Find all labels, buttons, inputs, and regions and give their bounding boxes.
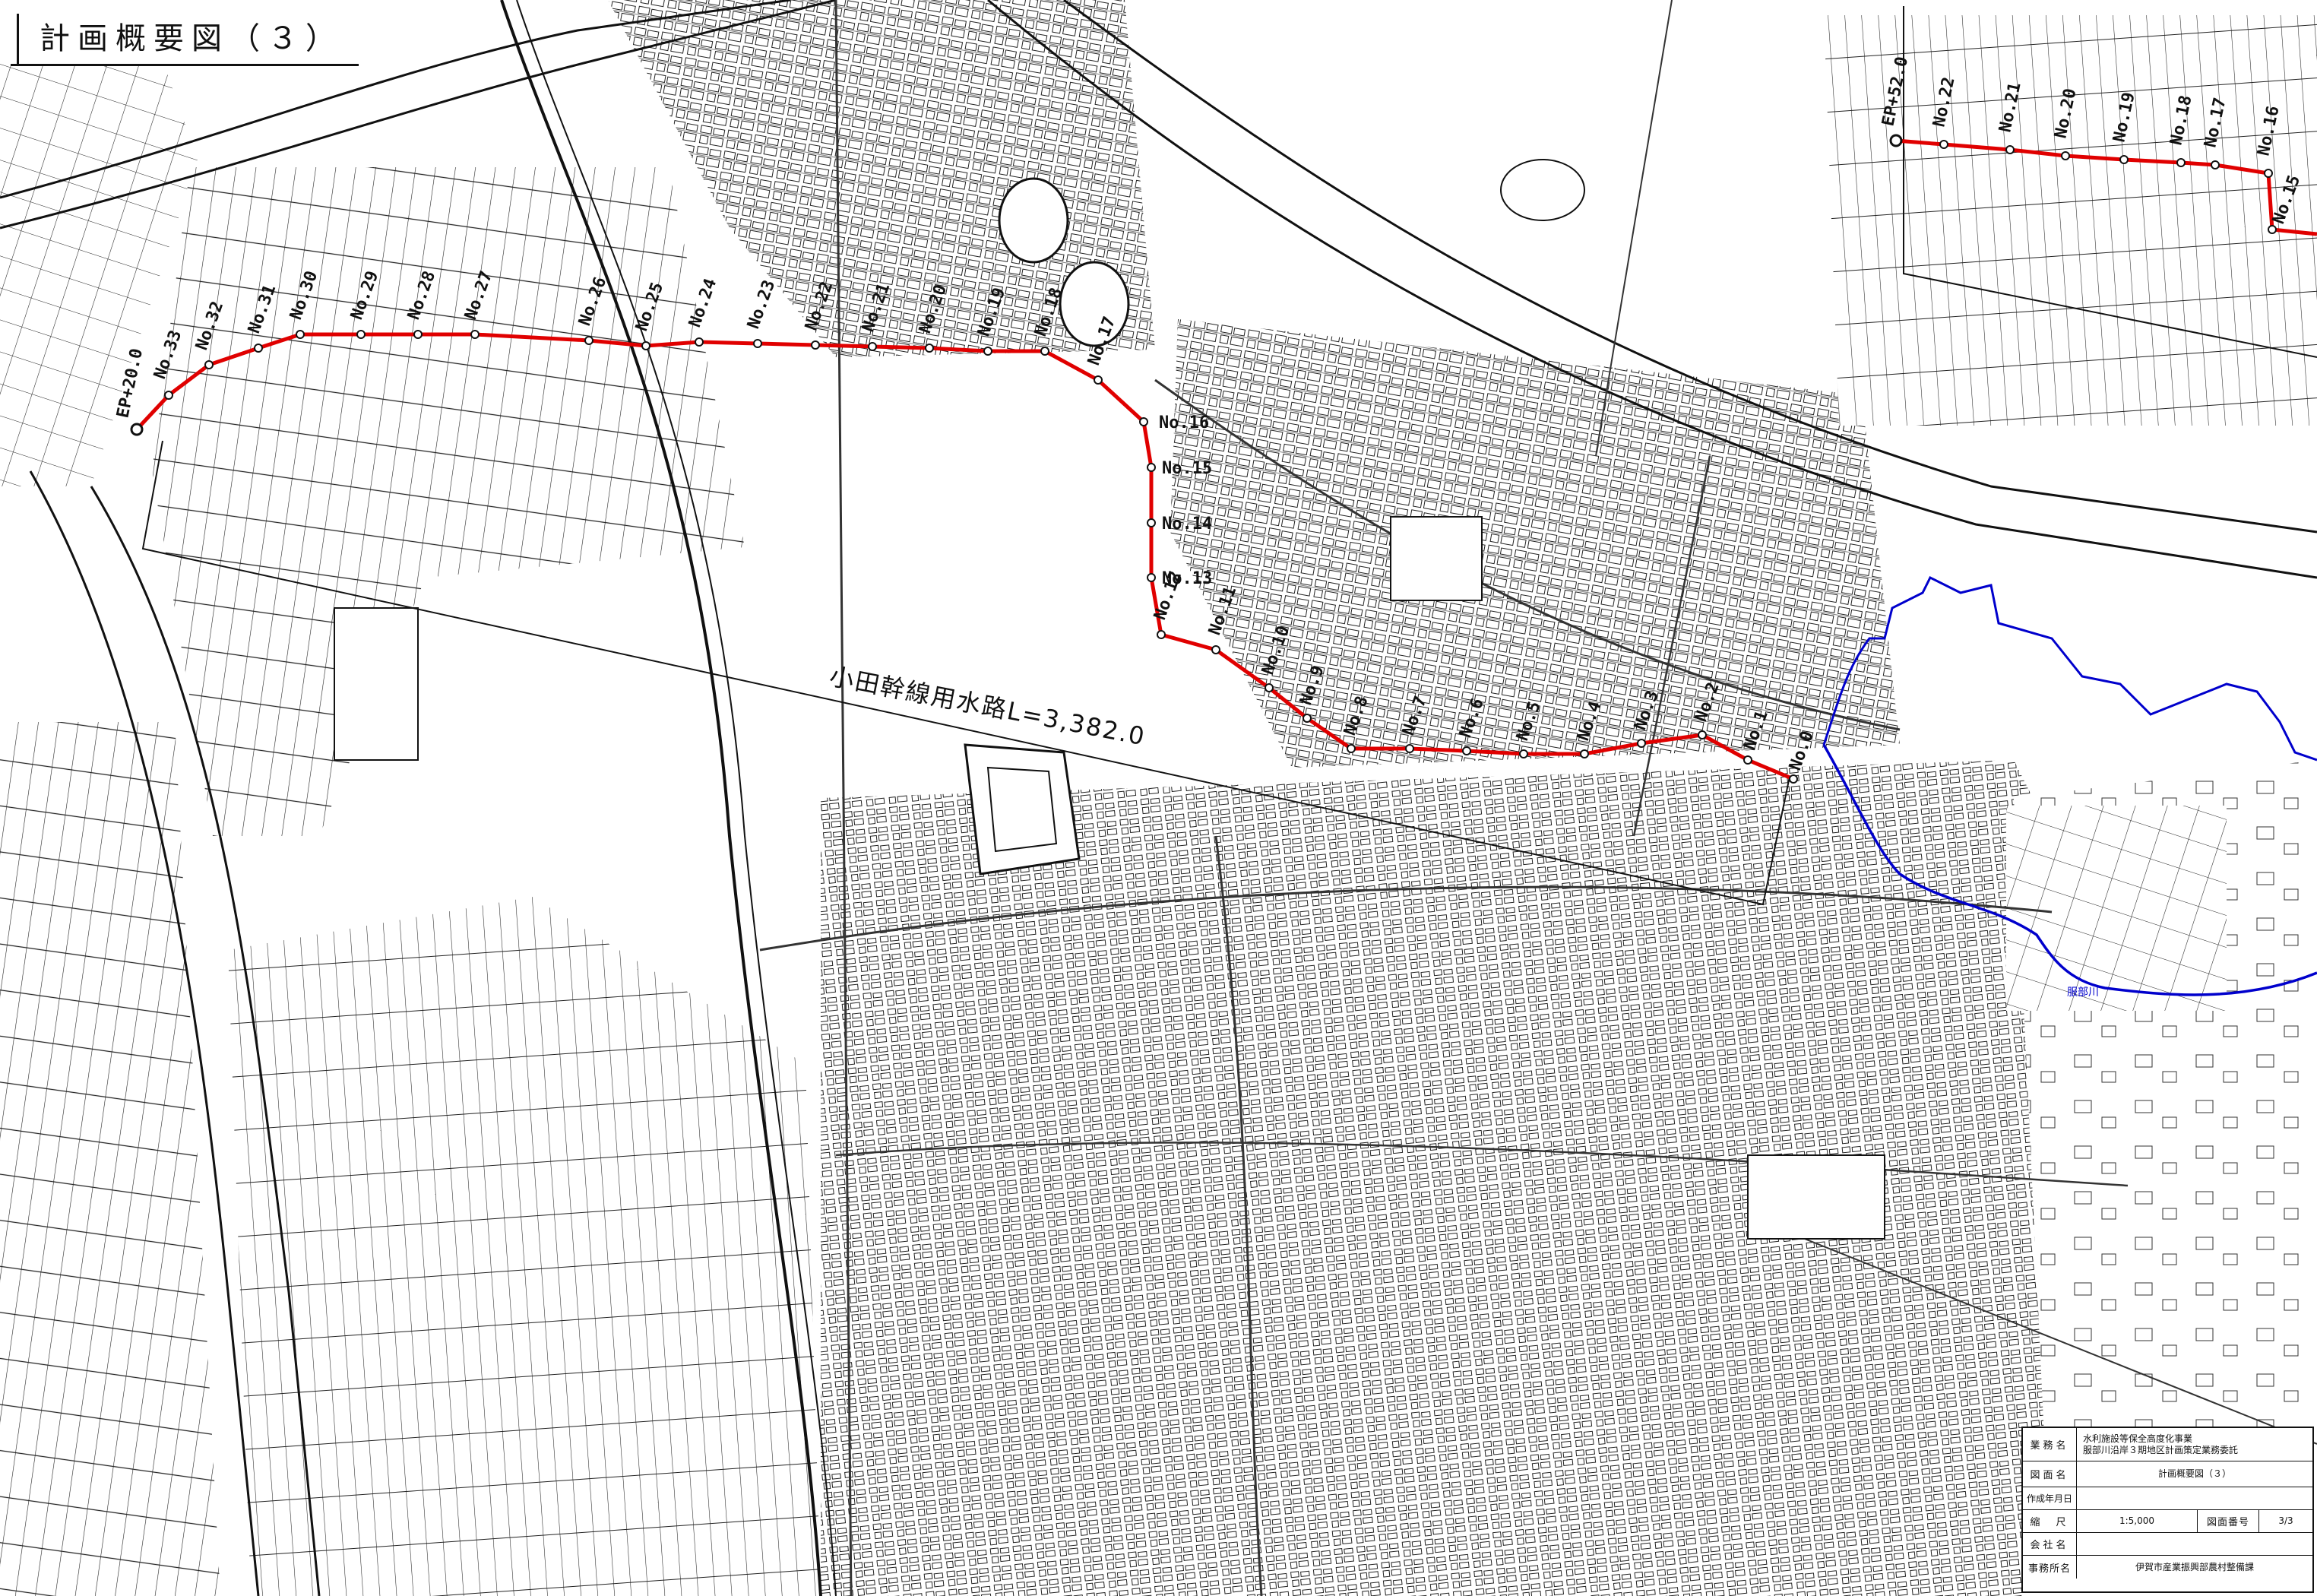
station-main-marker (413, 330, 423, 339)
station-main-marker (1157, 630, 1166, 639)
station-main-marker (1462, 746, 1471, 755)
station-main-marker (1265, 683, 1274, 692)
sheet-label: 図面番号 (2198, 1510, 2259, 1532)
station-main-marker (811, 340, 820, 350)
station-main-marker (296, 330, 305, 339)
scale-label: 縮 尺 (2023, 1510, 2077, 1532)
station-inset-marker (2005, 145, 2015, 154)
station-main-marker (204, 360, 214, 369)
station-main-marker (695, 337, 704, 347)
station-main-marker (356, 330, 366, 339)
station-inset-end-marker (1889, 134, 1903, 147)
station-main-marker (1139, 417, 1148, 426)
station-main-marker (1580, 749, 1589, 758)
pipeline-inset (1895, 138, 2317, 236)
drawing-row: 図面名 計画概要図（３） (2023, 1461, 2312, 1487)
date-value (2077, 1487, 2312, 1509)
station-main-label: No.13 (1162, 569, 1212, 588)
station-main-marker (254, 344, 263, 353)
station-main-label: No.16 (1159, 413, 1209, 432)
station-inset-marker (2061, 151, 2070, 160)
station-inset-marker (2211, 160, 2220, 169)
station-main-marker (1211, 645, 1220, 654)
date-row: 作成年月日 (2023, 1487, 2312, 1510)
project-label: 業務名 (2023, 1428, 2077, 1461)
station-main-marker (1519, 749, 1528, 758)
drawing-title: 計画概要図（３） (11, 11, 359, 66)
station-main-marker (1789, 774, 1798, 784)
river-label: 服部川 (2067, 986, 2099, 999)
station-main-marker (584, 336, 593, 345)
office-label: 事務所名 (2023, 1556, 2077, 1579)
drawing-label: 図面名 (2023, 1461, 2077, 1487)
station-inset-marker (2176, 158, 2186, 167)
station-main-marker (1743, 755, 1752, 765)
project-line-1: 水利施設等保全高度化事業 (2083, 1433, 2193, 1444)
station-main-marker (1698, 730, 1707, 739)
station-main-marker (868, 342, 877, 351)
station-main-marker (983, 347, 992, 356)
station-main-marker (1405, 744, 1414, 753)
company-row: 会社名 (2023, 1533, 2312, 1556)
station-main-label: No.15 (1162, 459, 1212, 478)
station-inset-marker (2119, 155, 2129, 164)
station-main-label: No.14 (1162, 515, 1212, 534)
station-main-marker (1347, 744, 1356, 753)
scale-value: 1:5,000 (2077, 1510, 2198, 1532)
station-main-marker (1094, 375, 1103, 385)
station-main-marker (1147, 518, 1156, 527)
date-label: 作成年月日 (2023, 1487, 2077, 1509)
station-inset-marker (2268, 225, 2277, 234)
office-row: 事務所名 伊賀市産業振興部農村整備課 (2023, 1556, 2312, 1579)
station-main-marker (1637, 739, 1646, 748)
project-row: 業務名 水利施設等保全高度化事業 服部川沿岸３期地区計画策定業務委託 (2023, 1428, 2312, 1461)
drawing-value: 計画概要図（３） (2157, 1468, 2231, 1479)
station-main-marker (1040, 347, 1049, 356)
station-inset-marker (2264, 169, 2273, 178)
station-main-marker (753, 339, 762, 348)
station-main-marker (925, 344, 934, 353)
station-main-end-marker (130, 423, 144, 436)
station-main-marker (470, 330, 480, 339)
sheet-value: 3/3 (2278, 1515, 2293, 1526)
scale-row: 縮 尺 1:5,000 図面番号 3/3 (2023, 1510, 2312, 1533)
station-inset-marker (1939, 140, 1948, 149)
office-value: 伊賀市産業振興部農村整備課 (2135, 1561, 2254, 1572)
station-main-marker (641, 341, 650, 350)
station-main-marker (1147, 573, 1156, 582)
station-main-marker (164, 391, 173, 400)
project-line-2: 服部川沿岸３期地区計画策定業務委託 (2083, 1444, 2239, 1455)
title-block: 業務名 水利施設等保全高度化事業 服部川沿岸３期地区計画策定業務委託 図面名 計… (2021, 1427, 2314, 1593)
company-label: 会社名 (2023, 1533, 2077, 1555)
station-main-marker (1147, 463, 1156, 472)
station-main-marker (1303, 714, 1312, 723)
company-value (2077, 1533, 2312, 1555)
